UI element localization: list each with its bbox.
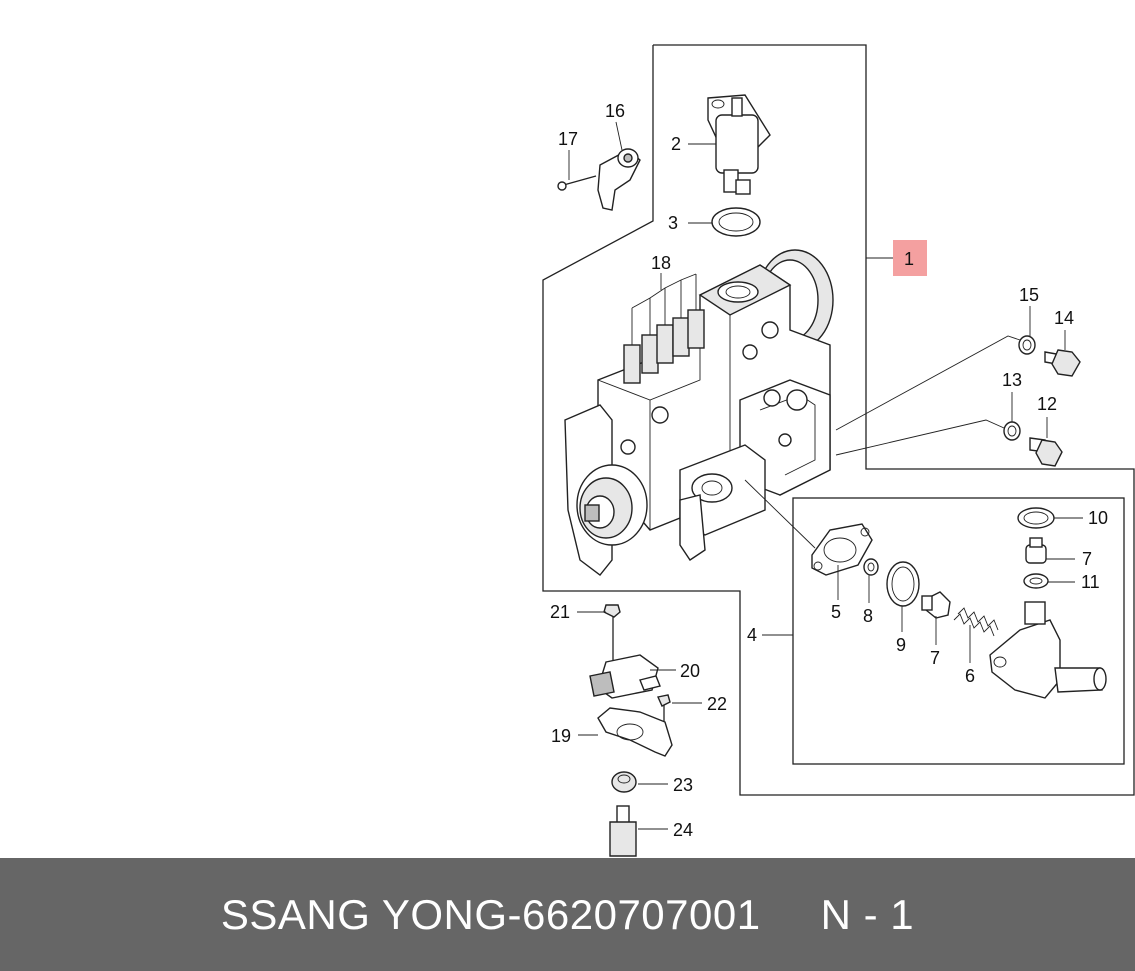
callout-23: 23 [673, 775, 693, 795]
callout-6: 6 [965, 666, 975, 686]
washer-8 [863, 558, 879, 576]
stud-24 [609, 805, 637, 857]
sensor-20 [589, 654, 661, 699]
parts-diagram: 1 2 3 4 5 6 7 7 8 9 10 11 12 13 14 15 16… [542, 44, 1135, 857]
callout-9: 9 [896, 635, 906, 655]
stop-solenoid [707, 94, 771, 195]
o-ring-3 [711, 207, 761, 237]
callout-7-upper: 7 [1082, 549, 1092, 569]
bolt-12 [1029, 437, 1063, 467]
callout-12: 12 [1037, 394, 1057, 414]
screw-17 [557, 175, 597, 191]
valve-7-upper [1025, 537, 1047, 564]
callout-highlight-1 [893, 240, 927, 276]
injection-pump-body [564, 249, 834, 576]
callout-22: 22 [707, 694, 727, 714]
callout-5: 5 [831, 602, 841, 622]
callout-3: 3 [668, 213, 678, 233]
callout-14: 14 [1054, 308, 1074, 328]
callout-8: 8 [863, 606, 873, 626]
bolt-21 [603, 604, 621, 660]
washer-11 [1023, 573, 1049, 589]
bolt-14 [1044, 349, 1081, 377]
gasket-5 [811, 523, 873, 576]
spring-6 [953, 607, 999, 637]
callout-20: 20 [680, 661, 700, 681]
callout-24: 24 [673, 820, 693, 840]
caption-brand: SSANG YONG [220, 890, 508, 938]
callout-1: 1 [904, 249, 914, 269]
callout-4: 4 [747, 625, 757, 645]
washer-10 [1017, 507, 1055, 529]
valve-7-lower [921, 591, 951, 619]
callout-2: 2 [671, 134, 681, 154]
caption-separator: - [507, 890, 523, 938]
caption-part-number: 6620707001 [522, 890, 761, 938]
bracket-19 [597, 707, 673, 757]
assembly-frame [542, 44, 1135, 796]
callout-17: 17 [558, 129, 578, 149]
caption-text: SSANG YONG - 6620707001 N - 1 [0, 858, 1135, 971]
washer-13 [1003, 421, 1021, 441]
caption-ref: N - 1 [820, 890, 915, 938]
washer-15 [1018, 335, 1036, 355]
callout-15: 15 [1019, 285, 1039, 305]
callout-11: 11 [1081, 572, 1100, 592]
nut-23 [611, 771, 637, 793]
subassembly-frame [792, 497, 1125, 765]
caption-bar: SSANG YONG - 6620707001 N - 1 [0, 858, 1135, 971]
callout-21: 21 [550, 602, 570, 622]
lever-16 [597, 148, 641, 211]
callout-18: 18 [651, 253, 671, 273]
callout-19: 19 [551, 726, 571, 746]
delivery-valve-holders [623, 273, 705, 384]
callout-16: 16 [605, 101, 625, 121]
callout-7-lower: 7 [930, 648, 940, 668]
callout-13: 13 [1002, 370, 1022, 390]
valve-housing [989, 601, 1107, 699]
callout-10: 10 [1088, 508, 1108, 528]
